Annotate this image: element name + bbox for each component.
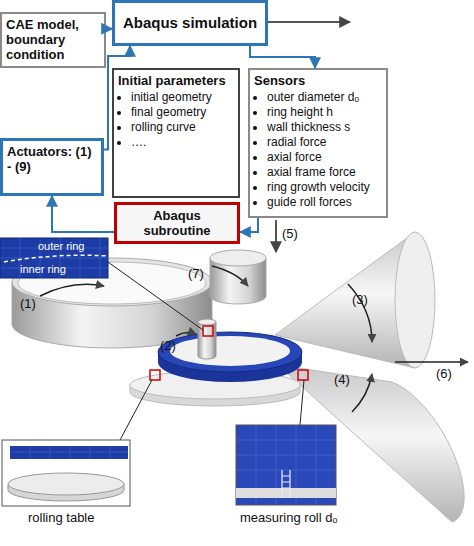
list-item: axial force (267, 150, 382, 165)
node-heading: CAE model, boundary condition (6, 17, 100, 62)
signal-arrow (275, 220, 277, 252)
node-heading: Actuators: (1) - (9) (7, 144, 97, 174)
list-item: rolling curve (131, 120, 234, 135)
ring-section-inset (0, 238, 108, 278)
part-label: rolling table (28, 510, 95, 525)
mandrel (198, 322, 216, 359)
detail-markers (150, 370, 160, 380)
item-list: initial geometryfinal geometryrolling cu… (118, 90, 234, 150)
axial-roll-upper (395, 232, 435, 368)
ring-workpiece (158, 332, 302, 372)
mandrel (198, 319, 216, 325)
motion-arrows (395, 361, 468, 363)
callout-number: (7) (188, 266, 204, 281)
leader-lines (108, 262, 203, 330)
actuator-box: Actuators: (1) - (9) (0, 138, 104, 196)
output-arrow (268, 22, 350, 23)
rolling-table-inset (10, 446, 128, 459)
rolling-table-inset (2, 440, 130, 506)
ring-section-inset (0, 238, 108, 278)
radial-roll (18, 262, 206, 304)
rolling-table-inset (10, 446, 128, 459)
callout-number: (1) (20, 296, 36, 311)
signal-connector (240, 218, 258, 232)
measuring-roll-inset (236, 425, 336, 505)
rolling-table-inset (2, 440, 130, 506)
part-label: outer ring (38, 240, 84, 252)
detail-markers (203, 326, 213, 336)
item-list: outer diameter dₒring height hwall thick… (254, 90, 382, 210)
node-heading: Abaqus simulation (123, 14, 257, 32)
subroutine-box: Abaqus subroutine (114, 202, 240, 244)
part-label: inner ring (20, 263, 66, 275)
list-item: ring growth velocity (267, 180, 382, 195)
guide-roll (210, 250, 266, 266)
guide-roll (210, 250, 266, 304)
list-item: initial geometry (131, 90, 234, 105)
signal-connector (52, 196, 114, 232)
motion-arrows (352, 374, 372, 412)
signal-connector (106, 28, 112, 30)
motion-arrows (40, 284, 104, 296)
motion-arrows (348, 284, 372, 342)
sensor-box: Sensors outer diameter dₒring height hwal… (248, 68, 388, 218)
radial-roll (12, 258, 212, 348)
list-item: wall thickness s (267, 120, 382, 135)
part-label: measuring roll dₒ (240, 510, 337, 525)
list-item: outer diameter dₒ (267, 90, 382, 105)
output-arrow (268, 21, 350, 23)
signal-connector (104, 46, 130, 150)
signal-connector (250, 46, 315, 68)
rolling-table-inset (8, 473, 124, 495)
measuring-roll-inset (282, 470, 290, 498)
parameter-box: Initial parameters initial geometryfinal … (112, 68, 240, 198)
ring-workpiece (158, 332, 302, 382)
callout-number: (2) (160, 338, 176, 353)
measuring-roll-inset (236, 425, 336, 505)
measuring-roll-inset (236, 425, 336, 505)
list-item: radial force (267, 135, 382, 150)
list-item: ring height h (267, 105, 382, 120)
mandrel (198, 319, 216, 359)
list-item: axial frame force (267, 165, 382, 180)
leader-lines (108, 262, 304, 440)
measuring-roll-inset (236, 488, 336, 498)
signal-arrow (276, 220, 277, 252)
leader-lines (120, 380, 152, 440)
motion-arrows (176, 332, 196, 336)
motion-arrows (212, 266, 248, 286)
leader-lines (300, 380, 304, 425)
list-item: final geometry (131, 105, 234, 120)
node-heading: Sensors (254, 73, 382, 88)
input-box: CAE model, boundary condition (0, 12, 106, 68)
ring-section-inset (4, 255, 108, 262)
callout-number: (6) (436, 366, 452, 381)
callout-number: (5) (282, 226, 298, 241)
list-item: guide roll forces (267, 195, 382, 210)
motion-arrows (40, 266, 468, 412)
list-item: …. (131, 135, 234, 150)
simulation-box: Abaqus simulation (112, 0, 268, 46)
callout-number: (4) (334, 372, 350, 387)
ring-section-inset (0, 238, 108, 278)
node-heading: Initial parameters (118, 73, 234, 88)
detail-markers (150, 326, 308, 380)
node-heading: Abaqus subroutine (121, 208, 233, 238)
ring-workpiece (170, 336, 290, 366)
detail-markers (298, 370, 308, 380)
callout-number: (3) (352, 292, 368, 307)
